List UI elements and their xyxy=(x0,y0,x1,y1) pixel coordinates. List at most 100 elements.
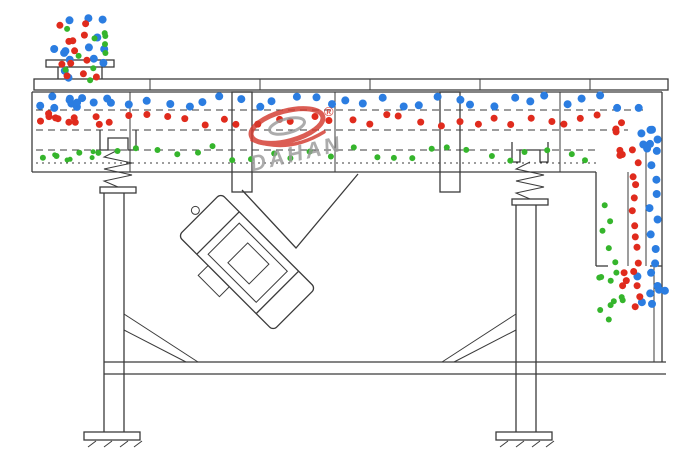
particle-red xyxy=(79,70,87,78)
brace-right xyxy=(441,313,517,363)
particle-blue xyxy=(414,101,423,110)
particle-red xyxy=(366,120,374,128)
particle-blue xyxy=(142,96,151,105)
vibration-motor xyxy=(179,194,315,330)
particle-red xyxy=(616,151,624,159)
particle-blue xyxy=(84,14,93,23)
particle-green xyxy=(599,227,606,234)
particle-red xyxy=(576,114,584,122)
particle-red xyxy=(45,110,53,118)
particle-green xyxy=(428,145,435,152)
particle-red xyxy=(437,122,445,130)
spring-seat-left xyxy=(99,130,137,151)
logo-swirl-icon xyxy=(248,106,326,146)
particle-blue xyxy=(466,100,474,109)
particle-green xyxy=(350,144,357,151)
particle-blue xyxy=(651,259,660,268)
particle-red xyxy=(95,120,103,128)
particle-red xyxy=(629,173,637,181)
particle-red xyxy=(181,115,189,123)
particle-green xyxy=(95,149,102,156)
particle-red xyxy=(56,21,64,29)
particle-green xyxy=(154,147,161,153)
particle-red xyxy=(634,259,642,267)
particle-green xyxy=(87,77,94,84)
particle-blue xyxy=(511,93,520,102)
particle-blue xyxy=(185,102,194,111)
particle-red xyxy=(71,118,79,126)
particle-green xyxy=(132,145,139,152)
particle-blue xyxy=(61,47,70,56)
particle-green xyxy=(229,157,236,164)
particle-blue xyxy=(267,97,276,106)
particle-blue xyxy=(652,175,661,184)
particle-blue xyxy=(378,93,387,102)
particle-blue xyxy=(540,91,549,100)
particle-red xyxy=(105,118,113,126)
particle-blue xyxy=(456,95,465,104)
hanger-plate-left xyxy=(231,91,253,193)
base-frame xyxy=(104,313,666,375)
particle-green xyxy=(409,155,416,162)
particle-blue xyxy=(637,298,646,307)
particle-green xyxy=(76,149,83,156)
particle-green xyxy=(248,156,254,163)
particle-red xyxy=(622,277,630,285)
particle-red xyxy=(631,222,639,230)
particle-red xyxy=(58,60,66,68)
particle-blue xyxy=(292,92,301,101)
motor-bracket xyxy=(241,173,359,249)
particle-green xyxy=(613,269,620,276)
particle-red xyxy=(67,59,75,67)
particle-green xyxy=(75,52,82,59)
particle-red xyxy=(232,120,240,128)
particle-green xyxy=(271,150,278,157)
particle-blue xyxy=(651,245,660,253)
particle-blue xyxy=(65,16,74,25)
particle-blue xyxy=(660,286,669,295)
particle-green xyxy=(64,25,71,32)
particle-blue xyxy=(198,98,207,107)
particle-blue xyxy=(98,15,107,24)
particle-red xyxy=(54,115,62,123)
particle-red xyxy=(527,114,535,122)
particle-red xyxy=(630,268,638,275)
particle-blue xyxy=(328,100,336,109)
particle-red xyxy=(311,113,319,120)
particle-green xyxy=(374,154,381,161)
particle-red xyxy=(65,118,73,126)
motor-terminal-box xyxy=(197,264,231,298)
particle-green xyxy=(114,148,121,154)
particle-blue xyxy=(653,215,662,224)
particle-red xyxy=(618,119,625,127)
particle-blue xyxy=(646,139,654,148)
particle-blue xyxy=(89,54,98,63)
particle-blue xyxy=(50,45,59,53)
particle-blue xyxy=(399,102,408,111)
particle-red xyxy=(612,125,620,133)
particle-green xyxy=(598,274,605,280)
particle-blue xyxy=(215,92,224,101)
particle-blue xyxy=(646,289,655,298)
particle-blue xyxy=(526,97,535,106)
particle-blue xyxy=(358,99,367,108)
particle-blue xyxy=(433,92,442,101)
particle-green xyxy=(287,155,294,162)
particle-green xyxy=(62,66,69,73)
particle-green xyxy=(102,41,108,48)
spring-seat-right xyxy=(511,142,549,163)
particle-blue xyxy=(577,94,586,103)
particle-red xyxy=(620,269,628,277)
particle-blue xyxy=(341,96,350,105)
particle-blue xyxy=(647,268,656,277)
particle-blue xyxy=(647,161,656,170)
particle-green xyxy=(601,202,608,209)
brand-watermark: DAHAN ® xyxy=(247,104,345,176)
particle-red xyxy=(164,113,172,120)
particle-red xyxy=(619,282,627,290)
particle-green xyxy=(90,65,97,72)
particle-red xyxy=(349,116,357,124)
particle-green xyxy=(597,307,604,313)
